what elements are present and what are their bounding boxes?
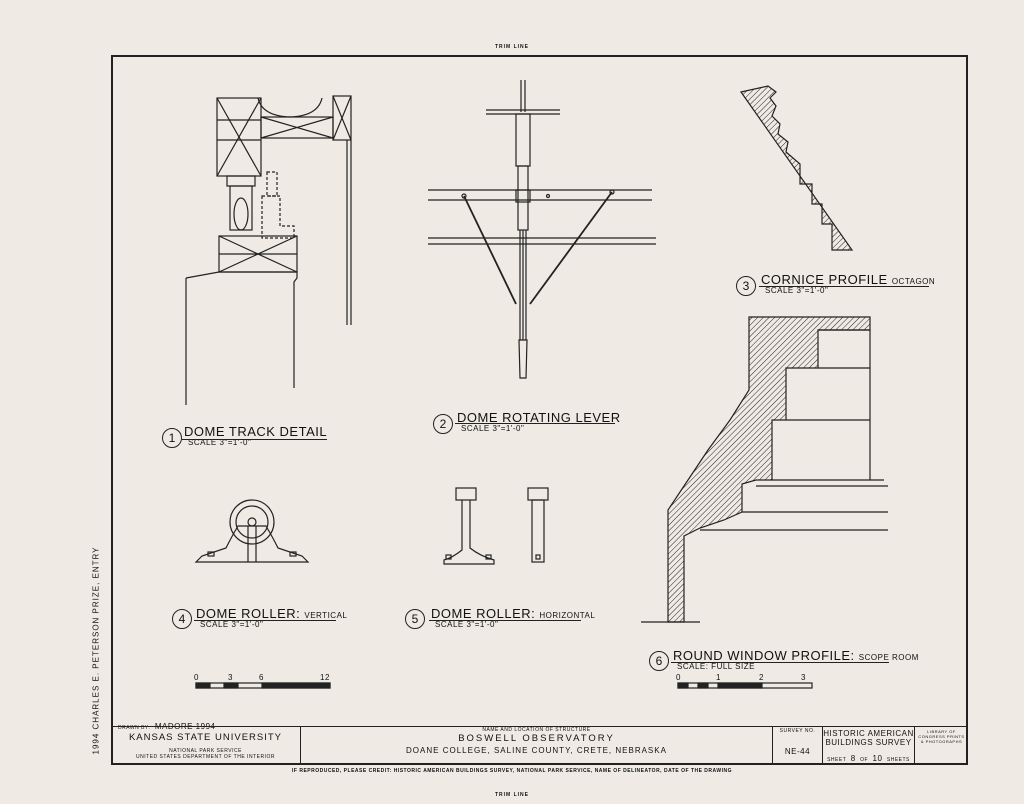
drawing-subtitle-5: HORIZONTAL [539, 611, 596, 620]
title-underline-2 [455, 423, 615, 424]
drawing-title-2: DOME ROTATING LEVER [457, 410, 621, 425]
drawing-title-3: CORNICE PROFILE [761, 272, 888, 287]
drawing-label-1: DOME TRACK DETAIL SCALE 3"=1'-0" [184, 424, 327, 447]
drawing-scale-1: SCALE 3"=1'-0" [188, 438, 252, 447]
drawing-scale-3: SCALE 3"=1'-0" [765, 286, 829, 295]
dome-track-detail-drawing [185, 95, 352, 405]
title-underline-5 [429, 620, 581, 621]
reproduction-credit: IF REPRODUCED, PLEASE CREDIT: HISTORIC A… [292, 768, 732, 774]
drawing-title-1: DOME TRACK DETAIL [184, 424, 328, 439]
program-line-1: HISTORIC AMERICAN [823, 729, 914, 738]
university-cell: KANSAS STATE UNIVERSITY NATIONAL PARK SE… [111, 727, 301, 765]
drawn-by-label: DRAWN BY: [118, 725, 151, 731]
survey-label: SURVEY NO. [779, 728, 816, 734]
drawing-scale-2: SCALE 3"=1'-0" [461, 424, 525, 433]
structure-cell: NAME AND LOCATION OF STRUCTURE BOSWELL O… [301, 727, 773, 765]
drawing-number-4: 4 [172, 609, 192, 629]
dome-roller-horizontal-drawing [443, 487, 549, 565]
drawing-label-3: CORNICE PROFILE OCTAGON SCALE 3"=1'-0" [761, 272, 935, 295]
dome-roller-vertical-drawing [194, 499, 310, 563]
drawing-title-6: ROUND WINDOW PROFILE: [673, 648, 855, 663]
structure-name: BOSWELL OBSERVATORY [458, 733, 615, 744]
total-sheets: 10 [872, 754, 883, 763]
dome-rotating-lever-drawing [428, 80, 656, 379]
drawing-number-6: 6 [649, 651, 669, 671]
trim-line-top: TRIM LINE [495, 44, 529, 50]
structure-location: DOANE COLLEGE, SALINE COUNTY, CRETE, NEB… [406, 746, 667, 755]
drawing-subtitle-6: SCOPE ROOM [858, 653, 919, 662]
sheet-number: 8 [850, 754, 856, 763]
drawing-subtitle-3: OCTAGON [891, 277, 936, 286]
title-underline-6 [671, 662, 889, 663]
library-note: LIBRARY OF CONGRESS PRINTS & PHOTOGRAPHS [918, 729, 965, 744]
university-name: KANSAS STATE UNIVERSITY [128, 732, 283, 743]
drawing-number-3: 3 [736, 276, 756, 296]
drawing-title-4: DOME ROLLER: [196, 606, 301, 621]
drawing-label-5: DOME ROLLER: HORIZONTAL SCALE 3"=1'-0" [431, 606, 595, 629]
scale-2-label-2: 2 [759, 673, 764, 682]
cornice-profile-drawing [739, 85, 854, 251]
sheets-label: SHEETS [886, 757, 910, 763]
title-block: KANSAS STATE UNIVERSITY NATIONAL PARK SE… [111, 726, 968, 765]
scale-1-label-0: 0 [194, 673, 199, 682]
round-window-profile-drawing [641, 316, 888, 623]
scale-2-label-1: 1 [716, 673, 721, 682]
sheet-border [111, 55, 968, 765]
scale-bar-2 [677, 682, 813, 689]
drawing-label-6: ROUND WINDOW PROFILE: SCOPE ROOM SCALE: … [673, 648, 919, 671]
scale-1-label-12: 12 [320, 673, 330, 682]
title-underline-3 [759, 286, 929, 287]
scale-1-label-3: 3 [228, 673, 233, 682]
structure-label: NAME AND LOCATION OF STRUCTURE [482, 727, 591, 733]
scale-2-label-3: 3 [801, 673, 806, 682]
of-label: OF [860, 757, 869, 763]
drawing-scale-6: SCALE: FULL SIZE [677, 662, 755, 671]
program-line-2: BUILDINGS SURVEY [825, 738, 912, 747]
title-underline-1 [182, 439, 327, 440]
sheet-label: SHEET [827, 757, 847, 763]
drawing-subtitle-4: VERTICAL [304, 611, 348, 620]
scale-bar-1 [195, 682, 331, 689]
drawing-title-5: DOME ROLLER: [431, 606, 536, 621]
library-cell: LIBRARY OF CONGRESS PRINTS & PHOTOGRAPHS [915, 727, 968, 765]
drawing-number-5: 5 [405, 609, 425, 629]
trim-line-bottom: TRIM LINE [495, 792, 529, 798]
agency-line-1: NATIONAL PARK SERVICE [169, 748, 242, 754]
drawing-scale-4: SCALE 3"=1'-0" [200, 620, 264, 629]
scale-1-label-6: 6 [259, 673, 264, 682]
survey-cell: SURVEY NO. NE-44 [773, 727, 823, 765]
scale-2-label-0: 0 [676, 673, 681, 682]
program-cell: HISTORIC AMERICAN BUILDINGS SURVEY SHEET… [823, 727, 915, 765]
sheet-count: SHEET 8 OF 10 SHEETS [823, 748, 914, 766]
survey-number: NE-44 [784, 747, 811, 756]
agency-line-2: UNITED STATES DEPARTMENT OF THE INTERIOR [136, 754, 275, 760]
drawing-label-2: DOME ROTATING LEVER SCALE 3"=1'-0" [457, 410, 621, 433]
drawing-scale-5: SCALE 3"=1'-0" [435, 620, 499, 629]
drawing-number-2: 2 [433, 414, 453, 434]
drawing-number-1: 1 [162, 428, 182, 448]
title-underline-4 [194, 620, 336, 621]
drawing-label-4: DOME ROLLER: VERTICAL SCALE 3"=1'-0" [196, 606, 347, 629]
